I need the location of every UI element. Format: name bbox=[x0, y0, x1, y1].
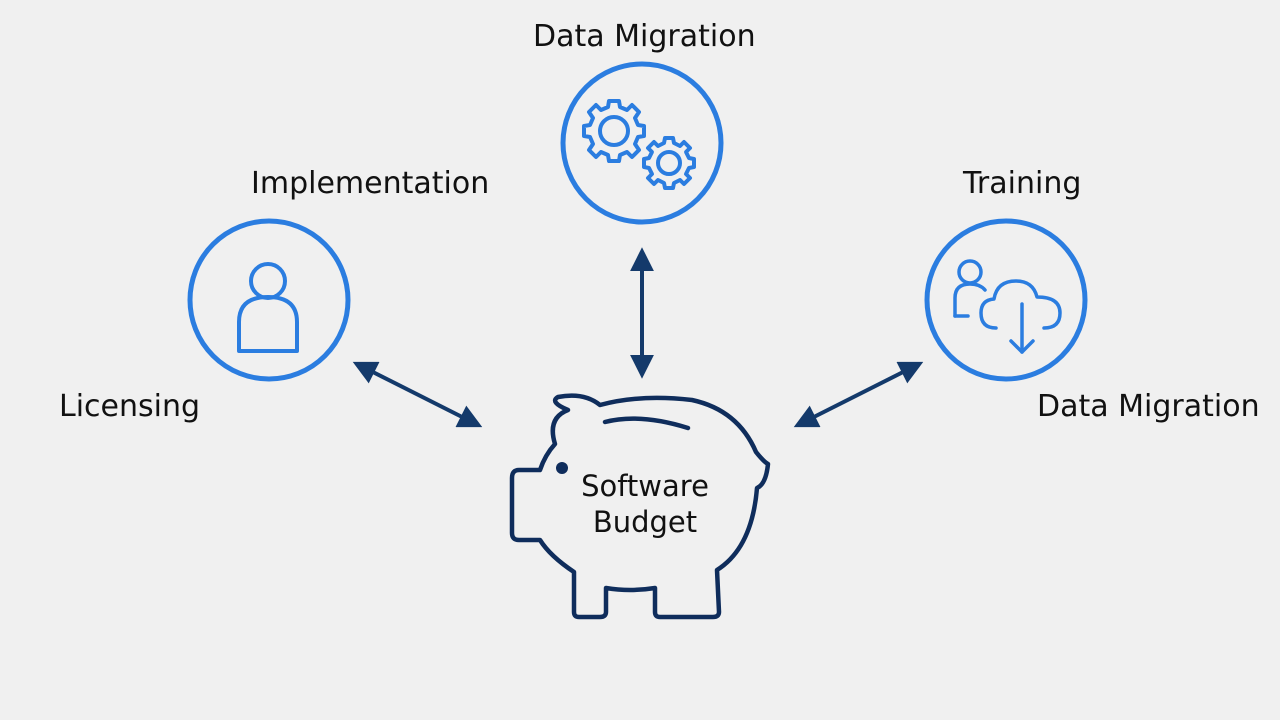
piggy-bank-icon bbox=[509, 393, 771, 620]
node-right-circle bbox=[924, 218, 1088, 382]
center-label-line2: Budget bbox=[592, 505, 698, 539]
center-label-line1: Software bbox=[581, 469, 709, 503]
arrow-left bbox=[352, 361, 483, 428]
arrow-right bbox=[793, 361, 924, 428]
user-cloud-download-icon bbox=[953, 259, 1062, 354]
user-icon bbox=[237, 262, 299, 353]
side-label-right: Data Migration bbox=[1037, 389, 1260, 424]
node-top-circle bbox=[560, 61, 724, 225]
node-left-circle bbox=[187, 218, 351, 382]
side-label-left: Licensing bbox=[59, 389, 201, 424]
node-top-label: Data Migration bbox=[533, 19, 756, 54]
node-right-label: Training bbox=[963, 166, 1082, 201]
node-top bbox=[560, 61, 724, 225]
node-right bbox=[924, 218, 1088, 382]
node-left-label: Implementation bbox=[251, 166, 490, 201]
gears-icon bbox=[582, 99, 696, 190]
node-left bbox=[187, 218, 351, 382]
center-label: Software Budget bbox=[560, 468, 730, 540]
